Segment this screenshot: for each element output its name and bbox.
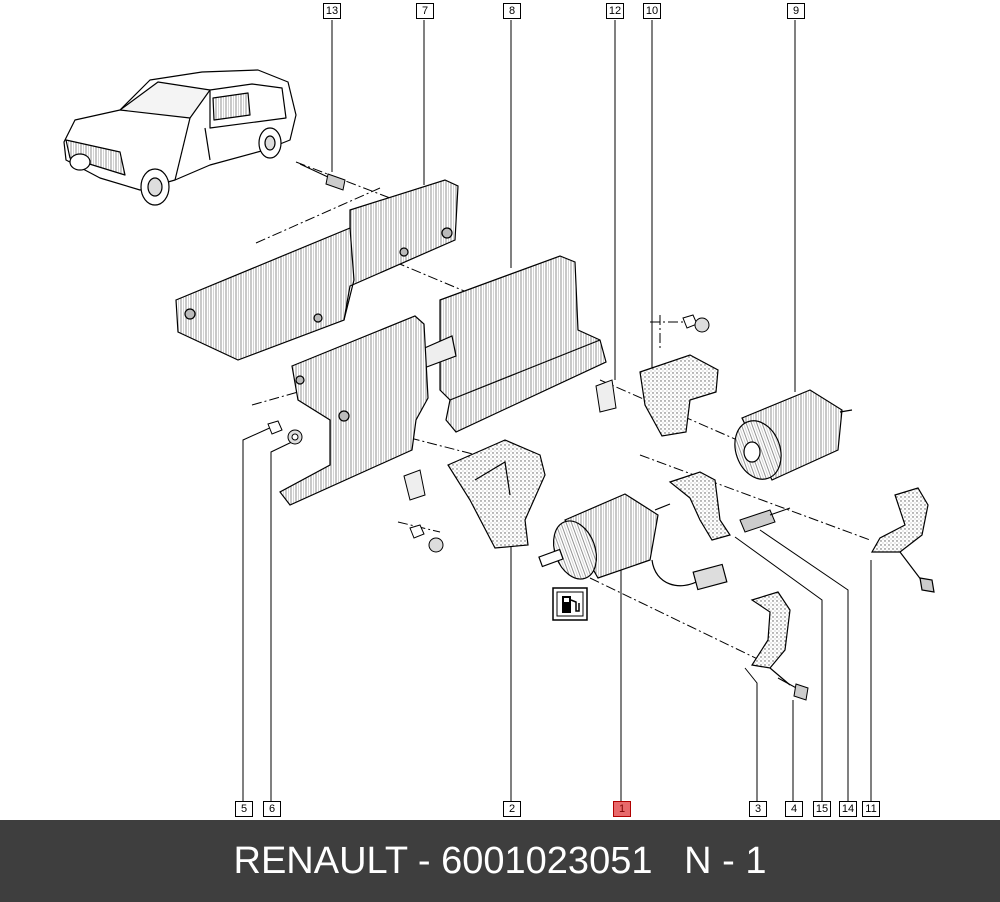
callout-9[interactable]: 9: [787, 3, 805, 19]
callout-11[interactable]: 11: [862, 801, 880, 817]
callout-10[interactable]: 10: [643, 3, 661, 19]
clamp-11: [870, 487, 935, 593]
wire-connector: [651, 559, 728, 591]
callout-1-highlighted[interactable]: 1: [613, 801, 631, 817]
callout-12[interactable]: 12: [606, 3, 624, 19]
exploded-parts-diagram: [63, 20, 935, 801]
fuel-pump-symbol-icon: [552, 587, 588, 621]
callout-6[interactable]: 6: [263, 801, 281, 817]
screw-14: [739, 507, 791, 533]
fuel-filter-1: [538, 493, 671, 580]
mount-bracket-10: [639, 354, 719, 437]
heat-shield-7: [175, 179, 459, 361]
callout-2[interactable]: 2: [503, 801, 521, 817]
part-number-footer: RENAULT - 6001023051 N - 1: [0, 820, 1000, 902]
callout-8[interactable]: 8: [503, 3, 521, 19]
bolt-4: [777, 677, 809, 701]
callout-14[interactable]: 14: [839, 801, 857, 817]
nut-washer-5-6: [267, 314, 710, 553]
leader-lines: [242, 20, 872, 801]
small-clips: [403, 379, 617, 501]
bracket-plate: [279, 315, 429, 506]
car-illustration: [63, 69, 297, 206]
clamp-3: [750, 591, 791, 686]
fuel-filter-9: [734, 389, 853, 481]
mount-bracket-2: [447, 439, 546, 549]
bolt-13: [299, 163, 346, 191]
callout-4[interactable]: 4: [785, 801, 803, 817]
callout-7[interactable]: 7: [416, 3, 434, 19]
heat-shield-8: [419, 255, 607, 433]
callout-13[interactable]: 13: [323, 3, 341, 19]
callout-15[interactable]: 15: [813, 801, 831, 817]
part-number-text: RENAULT - 6001023051 N - 1: [233, 839, 767, 882]
sleeve-15: [668, 471, 731, 541]
callout-3[interactable]: 3: [749, 801, 767, 817]
callout-5[interactable]: 5: [235, 801, 253, 817]
